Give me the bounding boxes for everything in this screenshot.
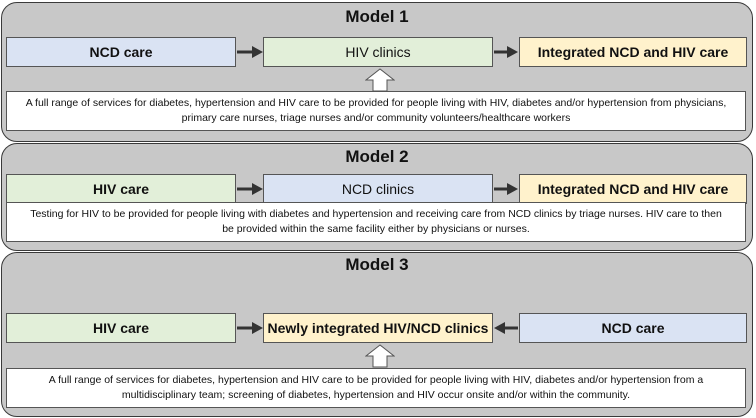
model-3-integrated-clinics-box: Newly integrated HIV/NCD clinics bbox=[263, 313, 493, 343]
model-2-ncd-clinics-box: NCD clinics bbox=[263, 174, 493, 204]
model-2-integrated-care-box: Integrated NCD and HIV care bbox=[519, 174, 747, 204]
model-3-up-arrow bbox=[365, 344, 395, 368]
model-2-arrow-1 bbox=[237, 183, 263, 195]
model-1-arrow-2 bbox=[494, 46, 518, 58]
model-2-hiv-care-box: HIV care bbox=[6, 174, 236, 204]
model-1-hiv-clinics-box: HIV clinics bbox=[263, 37, 493, 67]
model-3-arrow-right bbox=[494, 322, 518, 334]
model-2-title: Model 2 bbox=[345, 147, 409, 166]
model-2-description: Testing for HIV to be provided for peopl… bbox=[6, 202, 746, 242]
model-1-integrated-care-box: Integrated NCD and HIV care bbox=[519, 37, 747, 67]
model-1-arrow-1 bbox=[237, 46, 263, 58]
model-3-arrow-left bbox=[237, 322, 263, 334]
model-3-title: Model 3 bbox=[345, 255, 409, 274]
model-1-description: A full range of services for diabetes, h… bbox=[6, 91, 746, 131]
model-3-hiv-care-box: HIV care bbox=[6, 313, 236, 343]
model-3-ncd-care-box: NCD care bbox=[519, 313, 747, 343]
model-3-description: A full range of services for diabetes, h… bbox=[6, 368, 746, 408]
model-1-ncd-care-box: NCD care bbox=[6, 37, 236, 67]
model-2-arrow-2 bbox=[494, 183, 518, 195]
model-1-up-arrow bbox=[365, 68, 395, 92]
model-1-title: Model 1 bbox=[345, 7, 409, 26]
